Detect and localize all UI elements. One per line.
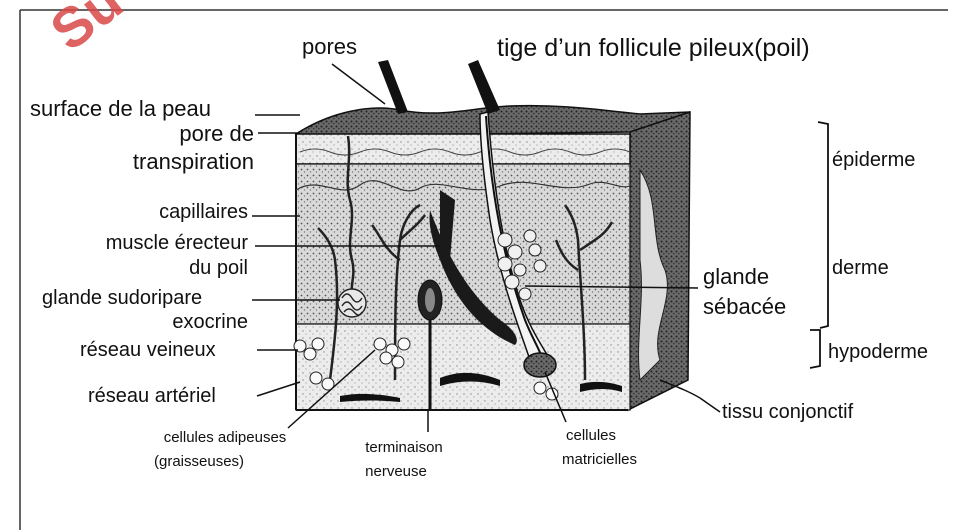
label-matrix-cells-2: matricielles: [562, 452, 637, 467]
epidermis-layer: [296, 134, 630, 164]
label-arterial-network: réseau artériel: [88, 386, 216, 406]
label-adipose-cells-2: (graisseuses): [154, 454, 244, 469]
hair-shaft: [468, 60, 500, 114]
label-connective-tissue: tissu conjonctif: [722, 402, 853, 422]
label-nerve-ending-2: nerveuse: [346, 464, 446, 479]
label-erector-muscle-1: muscle érecteur: [58, 233, 248, 253]
label-dermis: derme: [832, 258, 889, 278]
label-hypodermis: hypoderme: [828, 342, 928, 362]
label-adipose-cells-1: cellules adipeuses: [150, 430, 300, 445]
label-sweat-pore-2: transpiration: [98, 151, 254, 173]
label-venous-network: réseau veineux: [80, 340, 216, 360]
label-nerve-ending-1: terminaison: [346, 440, 462, 455]
label-sebaceous-gland-1: glande: [703, 266, 769, 288]
pore-hair: [378, 60, 408, 114]
sweat-gland-coil: [338, 289, 366, 317]
layer-brackets: [810, 122, 828, 368]
label-pores: pores: [302, 36, 357, 58]
label-sebaceous-gland-2: sébacée: [703, 296, 786, 318]
label-capillaries: capillaires: [110, 202, 248, 222]
label-matrix-cells-1: cellules: [556, 428, 626, 443]
label-epidermis: épiderme: [832, 150, 915, 170]
hair-bulb: [524, 353, 556, 377]
label-sweat-pore-1: pore de: [138, 123, 254, 145]
label-skin-surface: surface de la peau: [30, 98, 211, 120]
label-erector-muscle-2: du poil: [120, 258, 248, 278]
label-sweat-gland-1: glande sudoripare: [42, 288, 202, 308]
label-sweat-gland-2: exocrine: [120, 312, 248, 332]
label-hair-shaft: tige d’un follicule pileux(poil): [497, 36, 810, 61]
